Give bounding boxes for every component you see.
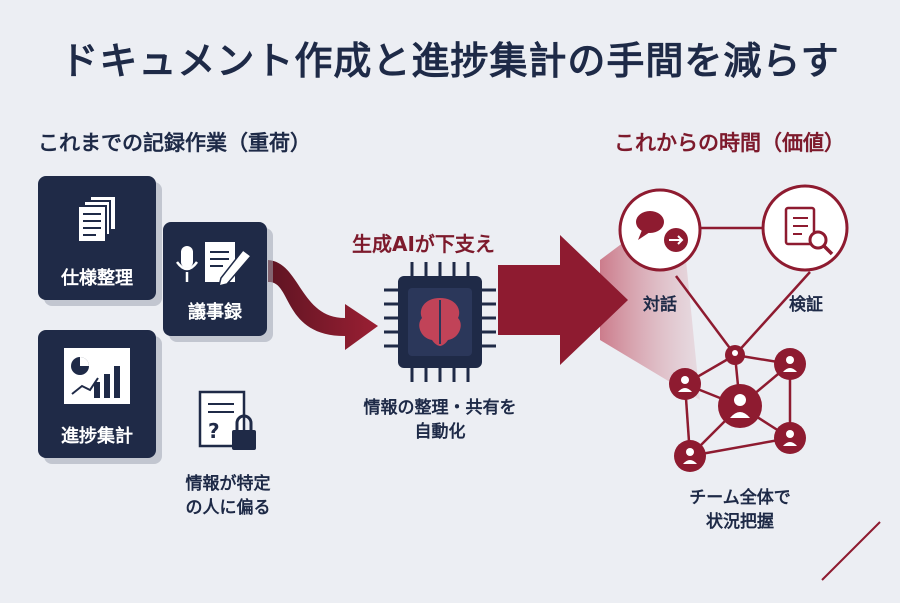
output-arrow [498,235,628,365]
verify-label: 検証 [789,295,823,315]
silo-caption: 情報が特定 の人に偏る [168,472,288,520]
card-spec-label: 仕様整理 [61,268,133,289]
report-chart-icon [64,348,130,404]
person-icons [678,350,797,464]
document-stack-icon [77,195,117,243]
center-caption: 情報の整理・共有を 自動化 [350,396,530,444]
verify-icon [761,184,849,272]
input-arrow [268,260,378,350]
silo-caption-line2: の人に偏る [185,498,271,518]
center-heading: 生成AIが下支え [352,232,495,256]
center-caption-line2: 自動化 [414,422,466,442]
dialog-label: 対話 [643,295,677,315]
card-progress: 進捗集計 [38,330,156,458]
team-caption: チーム全体で 状況把握 [670,486,810,534]
team-caption-line2: 状況把握 [706,512,774,532]
left-heading: これまでの記録作業（重荷） [38,131,311,155]
card-minutes-label: 議事録 [188,302,242,323]
page-title: ドキュメント作成と進捗集計の手間を減らす [60,39,840,83]
dialog-icon [618,188,702,272]
mic-notes-icon [175,242,253,288]
card-spec: 仕様整理 [38,176,156,300]
card-progress-label: 進捗集計 [61,426,133,447]
center-caption-line1: 情報の整理・共有を [363,398,517,418]
corner-accent [821,521,881,581]
team-caption-line1: チーム全体で [689,488,791,508]
silo-caption-line1: 情報が特定 [185,474,271,494]
card-minutes: 議事録 [163,222,267,336]
right-heading: これからの時間（価値） [614,131,845,155]
